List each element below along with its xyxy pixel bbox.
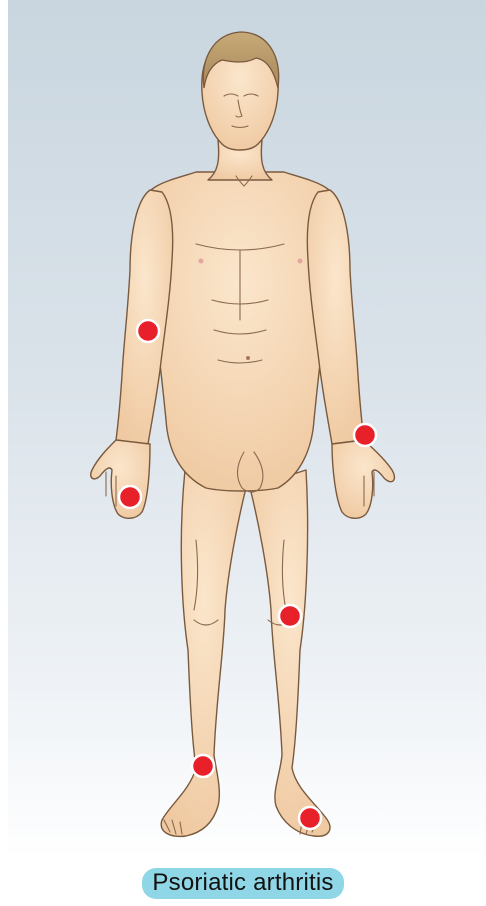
joint-marker-right-finger	[119, 486, 141, 508]
diagram-caption: Psoriatic arthritis	[142, 868, 343, 899]
right-nipple	[199, 259, 204, 264]
right-leg	[161, 470, 246, 836]
joint-marker-left-wrist	[354, 424, 376, 446]
right-hand	[91, 440, 150, 518]
joint-marker-left-knee	[279, 605, 301, 627]
joint-marker-right-elbow	[137, 320, 159, 342]
left-nipple	[298, 259, 303, 264]
navel	[246, 356, 250, 360]
left-leg	[250, 470, 330, 836]
human-body	[91, 38, 395, 836]
left-hand	[332, 440, 394, 518]
caption-container: Psoriatic arthritis	[0, 868, 486, 899]
joint-marker-left-toe	[299, 807, 321, 829]
joint-marker-right-ankle	[192, 755, 214, 777]
